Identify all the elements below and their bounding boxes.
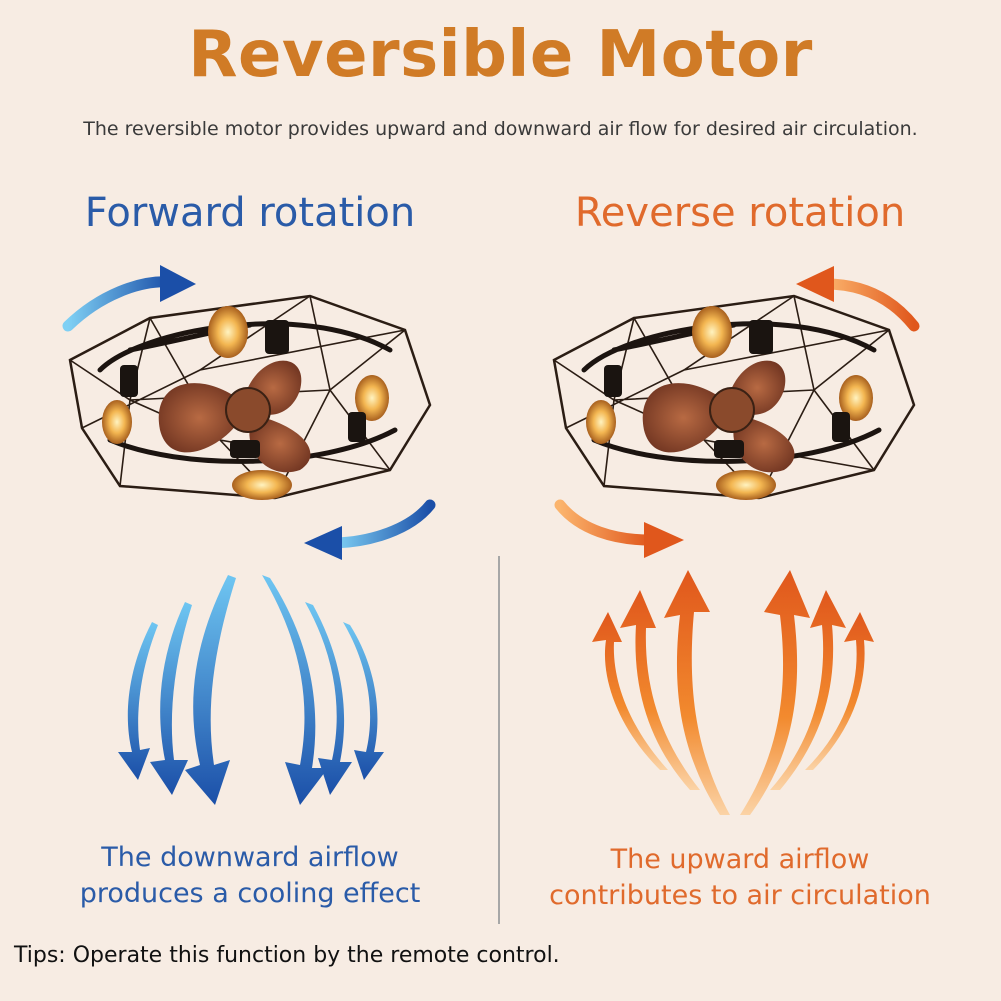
page-subtitle: The reversible motor provides upward and… (83, 118, 918, 140)
forward-rotation-heading: Forward rotation (84, 190, 416, 236)
reverse-caption: The upward airflow contributes to air ci… (520, 842, 960, 914)
reverse-rotation-arrows (554, 266, 920, 558)
reverse-caption-line1: The upward airflow (610, 844, 870, 875)
tips-text: Tips: Operate this function by the remot… (14, 943, 560, 968)
page-title: Reversible Motor (188, 18, 813, 92)
reverse-rotation-heading: Reverse rotation (574, 190, 906, 236)
reverse-fan-image (552, 294, 916, 500)
forward-caption-line2: produces a cooling effect (79, 878, 421, 909)
forward-caption: The downward airflow produces a cooling … (20, 840, 480, 912)
upward-airflow-arrows (592, 570, 874, 815)
downward-airflow-arrows (118, 575, 384, 805)
reverse-caption-line2: contributes to air circulation (549, 880, 931, 911)
forward-fan-image (68, 294, 432, 500)
center-divider (498, 556, 500, 924)
forward-rotation-arrows (62, 265, 436, 560)
forward-caption-line1: The downward airflow (101, 842, 399, 873)
